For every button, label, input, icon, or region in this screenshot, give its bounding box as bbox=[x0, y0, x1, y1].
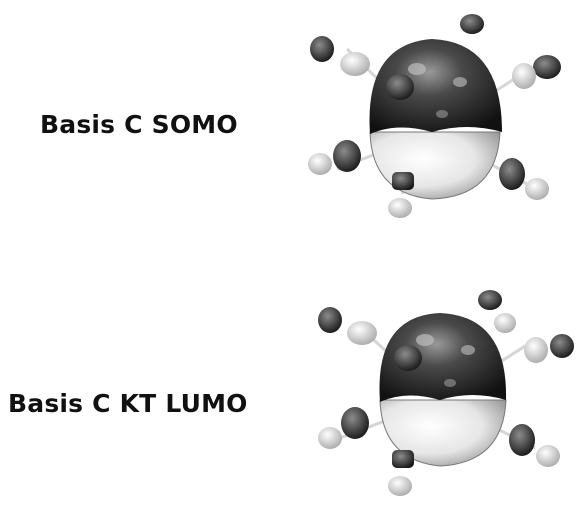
light-lobe bbox=[379, 399, 507, 467]
somo-label: Basis C SOMO bbox=[40, 110, 238, 139]
somo-panel: Basis C SOMO bbox=[0, 0, 578, 257]
dark-lobe bbox=[379, 313, 507, 402]
somo-orbital-image bbox=[308, 14, 561, 218]
lumo-label: Basis C KT LUMO bbox=[8, 389, 248, 418]
lumo-orbital-image bbox=[318, 290, 574, 496]
light-lobe bbox=[369, 131, 501, 200]
lumo-panel: Basis C KT LUMO bbox=[0, 258, 578, 515]
dark-lobe bbox=[369, 39, 502, 134]
